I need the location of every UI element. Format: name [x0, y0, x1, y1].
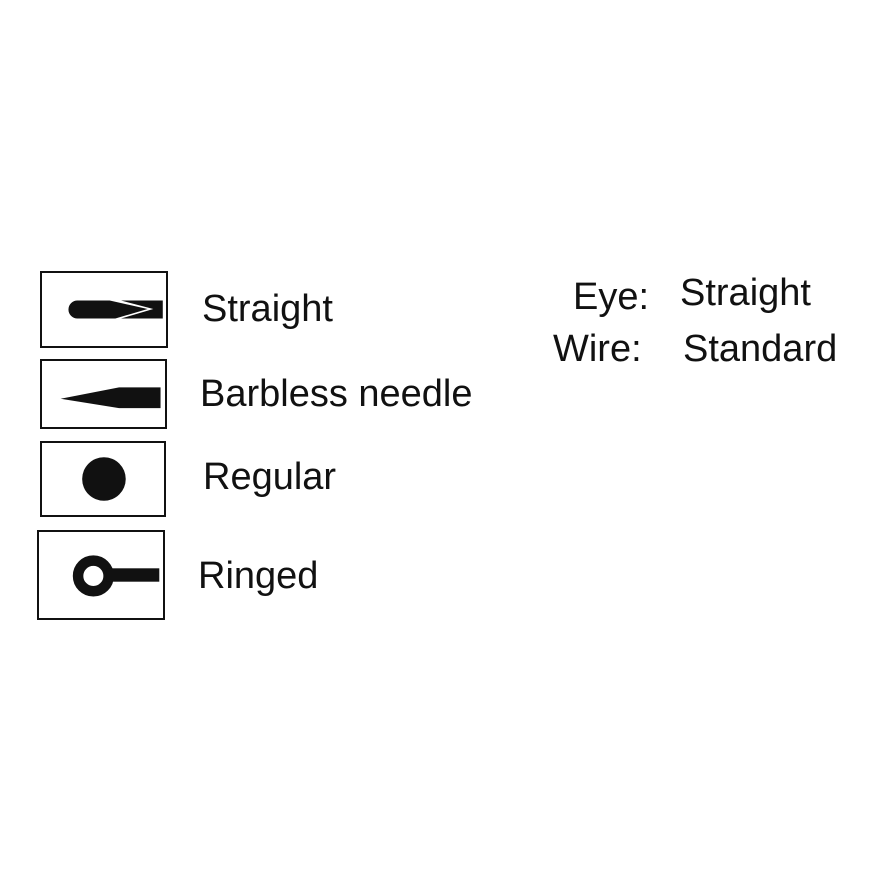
legend-label-barbless-needle: Barbless needle [200, 373, 473, 415]
legend-label-straight: Straight [202, 288, 333, 330]
eye-label: Eye: [573, 276, 650, 318]
wire-value: Standard [683, 328, 838, 370]
ringed-eye-icon [37, 530, 165, 620]
barbless-needle-icon [40, 359, 167, 429]
legend-label-regular: Regular [203, 456, 337, 498]
eye-value: Straight [680, 272, 811, 314]
wire-label: Wire: [553, 328, 642, 370]
regular-dot-icon [40, 441, 166, 517]
straight-point-icon [40, 271, 168, 348]
legend-label-ringed: Ringed [198, 555, 319, 597]
